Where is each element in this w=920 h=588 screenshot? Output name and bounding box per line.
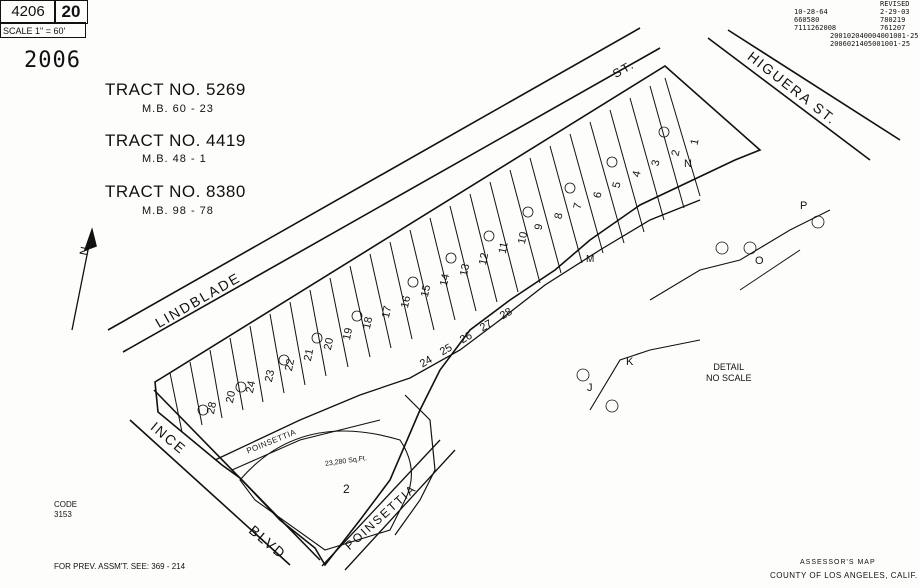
detail-letter-m: M <box>586 254 595 265</box>
map-book-number: 4206 <box>0 0 56 24</box>
tract-title: TRACT NO. 8380 <box>105 182 246 201</box>
lot-number: 20 <box>321 336 337 352</box>
revision-date: 2006021405001001-25 <box>830 40 911 48</box>
code-value: 3153 <box>54 510 72 519</box>
tract-title: TRACT NO. 4419 <box>105 131 246 150</box>
lot-number: 23 <box>262 368 278 384</box>
detail-letter-o: O <box>755 255 764 267</box>
lot-number: 19 <box>340 326 356 342</box>
revision-date: 660580 <box>794 16 820 24</box>
lot-2-outline <box>239 430 412 551</box>
revision-date: 2-29-03 <box>880 8 910 16</box>
lot-number: 15 <box>418 283 434 299</box>
detail-note: DETAIL NO SCALE <box>706 362 752 384</box>
block-outline <box>154 65 762 567</box>
lindblade-south-edge <box>122 47 661 353</box>
lot-number: 16 <box>398 294 414 310</box>
detail-letter-n: N <box>684 158 692 170</box>
poinsettia-curve <box>394 394 436 536</box>
revision-date: 200102040004001001-25 <box>830 32 919 40</box>
ince-west-edge <box>129 419 291 566</box>
detail-sketch-line <box>589 339 701 411</box>
higuera-west-edge <box>707 37 871 161</box>
detail-subtitle: NO SCALE <box>706 373 752 383</box>
lot-number: 17 <box>379 304 395 320</box>
lot-number: 20 <box>223 389 239 405</box>
lot-number: 11 <box>496 241 511 255</box>
county-label: COUNTY OF LOS ANGELES, CALIF. <box>770 571 918 580</box>
map-scale: SCALE 1" = 60' <box>0 22 86 38</box>
higuera-east-edge <box>727 29 901 141</box>
tract-map-book: M.B. 60 - 23 <box>142 103 214 115</box>
tract-title: TRACT NO. 5269 <box>105 80 246 99</box>
tract-map-book: M.B. 48 - 1 <box>142 153 207 165</box>
assessor-map-label: ASSESSOR'S MAP <box>800 559 876 566</box>
lot-number: 12 <box>476 251 492 267</box>
lot-number: 13 <box>457 262 473 278</box>
detail-title: DETAIL <box>713 362 745 372</box>
detail-letter-j: J <box>587 382 593 394</box>
poinsettia-ct-line <box>214 199 701 461</box>
lindblade-north-edge <box>107 27 641 331</box>
previous-assessment-ref: FOR PREV. ASSM'T. SEE: 369 - 214 <box>54 562 186 571</box>
tract-map-book: M.B. 98 - 78 <box>142 205 214 217</box>
lot-number: 18 <box>360 315 376 331</box>
lot-number: 24 <box>243 379 259 395</box>
north-arrow-head <box>83 227 97 252</box>
map-year: 2006 <box>24 48 81 73</box>
lot-number: 10 <box>515 230 531 246</box>
lot-number: 28 <box>204 400 220 416</box>
lot-number: 21 <box>301 347 317 363</box>
revision-date: 7111262008 <box>794 24 837 32</box>
map-page-number: 20 <box>54 0 88 24</box>
detail-letter-p: P <box>800 200 808 212</box>
revision-date: 10-28-64 <box>794 8 828 16</box>
code-block: CODE 3153 <box>54 500 77 520</box>
big-lot-number: 2 <box>343 482 350 496</box>
detail-letter-k: K <box>626 356 634 368</box>
lot-number: 22 <box>282 357 298 373</box>
revision-date: 780219 <box>880 16 906 24</box>
lot-number: 14 <box>437 272 453 288</box>
revision-date: 761207 <box>880 24 906 32</box>
code-label: CODE <box>54 500 78 509</box>
revised-label: REVISED <box>880 0 910 8</box>
